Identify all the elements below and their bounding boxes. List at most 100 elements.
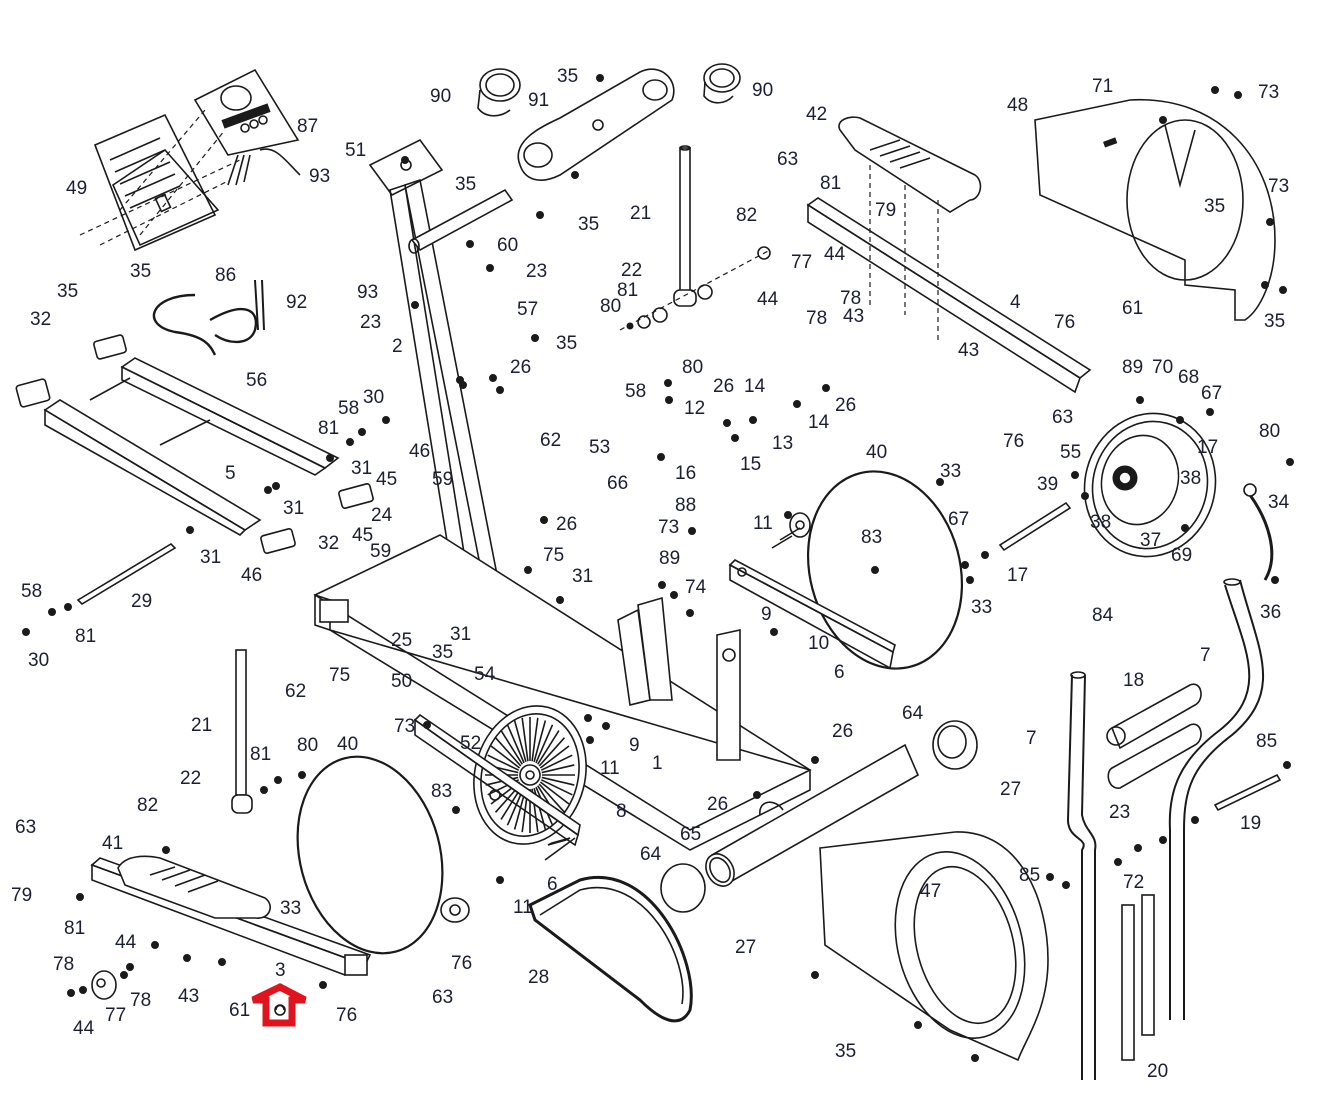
- fastener: [784, 511, 792, 519]
- nut-61-highlighted: [274, 1004, 286, 1016]
- wire-harness: [152, 279, 265, 356]
- fastener: [770, 628, 778, 636]
- upper-cover: [517, 68, 675, 181]
- fastener: [1234, 91, 1242, 99]
- fastener: [961, 561, 969, 569]
- label-34: 34: [1268, 492, 1290, 513]
- shroud-47: [819, 831, 1049, 1062]
- fastener: [358, 428, 366, 436]
- label-87: 87: [297, 116, 318, 137]
- label-91: 91: [528, 90, 549, 111]
- label-75: 75: [543, 545, 564, 566]
- label-11: 11: [600, 758, 620, 779]
- fastener: [1266, 218, 1274, 226]
- label-88: 88: [675, 495, 696, 516]
- label-77: 77: [105, 1005, 126, 1026]
- label-38: 38: [1180, 468, 1201, 489]
- fastener: [1191, 816, 1199, 824]
- fastener: [1271, 576, 1279, 584]
- label-9: 9: [761, 604, 772, 625]
- fastener: [536, 211, 544, 219]
- label-68: 68: [1178, 367, 1199, 388]
- label-38: 38: [1090, 512, 1111, 533]
- label-26: 26: [510, 357, 531, 378]
- label-9: 9: [629, 735, 640, 756]
- flywheel-spoke: [513, 720, 527, 763]
- label-16: 16: [675, 463, 696, 484]
- fastener: [1261, 281, 1269, 289]
- label-43: 43: [178, 986, 199, 1007]
- fastener: [1114, 858, 1122, 866]
- handlebar-7-left: [1066, 671, 1097, 1080]
- fastener: [151, 941, 159, 949]
- fastener: [749, 416, 757, 424]
- end-cap-64-right: [932, 720, 978, 770]
- label-23: 23: [526, 261, 547, 282]
- label-6: 6: [547, 874, 558, 895]
- label-90: 90: [752, 80, 773, 101]
- label-35: 35: [455, 174, 476, 195]
- label-35: 35: [557, 66, 578, 87]
- label-80: 80: [1259, 421, 1280, 442]
- label-14: 14: [808, 412, 830, 433]
- flywheel-spoke: [500, 730, 523, 765]
- fastener: [79, 986, 87, 994]
- label-43: 43: [843, 306, 864, 327]
- fastener: [1286, 458, 1294, 466]
- label-26: 26: [832, 721, 853, 742]
- label-71: 71: [1092, 76, 1113, 97]
- label-76: 76: [1054, 312, 1075, 333]
- label-33: 33: [940, 461, 961, 482]
- label-25: 25: [391, 630, 412, 651]
- label-35: 35: [1204, 196, 1225, 217]
- fastener: [496, 386, 504, 394]
- highlight-arrow: [251, 983, 307, 1027]
- label-67: 67: [948, 509, 969, 530]
- label-81: 81: [318, 418, 339, 439]
- fastener: [411, 301, 419, 309]
- label-22: 22: [180, 768, 201, 789]
- label-43: 43: [958, 340, 979, 361]
- label-83: 83: [861, 527, 882, 548]
- fastener: [811, 756, 819, 764]
- label-55: 55: [1060, 442, 1081, 463]
- fastener: [489, 374, 497, 382]
- fastener: [971, 1054, 979, 1062]
- fastener: [162, 846, 170, 854]
- label-31: 31: [200, 547, 221, 568]
- flywheel-spoke: [490, 745, 521, 769]
- label-79: 79: [11, 885, 32, 906]
- handlebar-7-right: [1168, 578, 1265, 1020]
- fastener: [1159, 836, 1167, 844]
- label-48: 48: [1007, 95, 1028, 116]
- uprights-20: [1121, 894, 1155, 1061]
- fastener: [871, 566, 879, 574]
- label-78: 78: [130, 990, 151, 1011]
- label-27: 27: [1000, 779, 1021, 800]
- label-33: 33: [280, 898, 301, 919]
- label-54: 54: [474, 664, 496, 685]
- label-89: 89: [659, 548, 680, 569]
- fastener: [811, 971, 819, 979]
- label-56: 56: [246, 370, 267, 391]
- label-57: 57: [517, 299, 538, 320]
- fastener: [76, 893, 84, 901]
- label-78: 78: [806, 308, 827, 329]
- flywheel-spoke: [506, 724, 525, 764]
- label-20: 20: [1147, 1061, 1168, 1082]
- fastener: [686, 609, 694, 617]
- label-63: 63: [777, 149, 798, 170]
- label-81: 81: [617, 280, 638, 301]
- label-14: 14: [744, 376, 766, 397]
- label-32: 32: [30, 309, 51, 330]
- label-46: 46: [409, 441, 430, 462]
- pedal-41: [117, 855, 271, 919]
- label-50: 50: [391, 671, 412, 692]
- label-41: 41: [102, 833, 123, 854]
- label-2: 2: [392, 336, 403, 357]
- label-26: 26: [713, 376, 734, 397]
- cap-right-90: [703, 63, 741, 104]
- fastener: [936, 478, 944, 486]
- label-74: 74: [685, 577, 707, 598]
- end-caps-32: [15, 334, 374, 554]
